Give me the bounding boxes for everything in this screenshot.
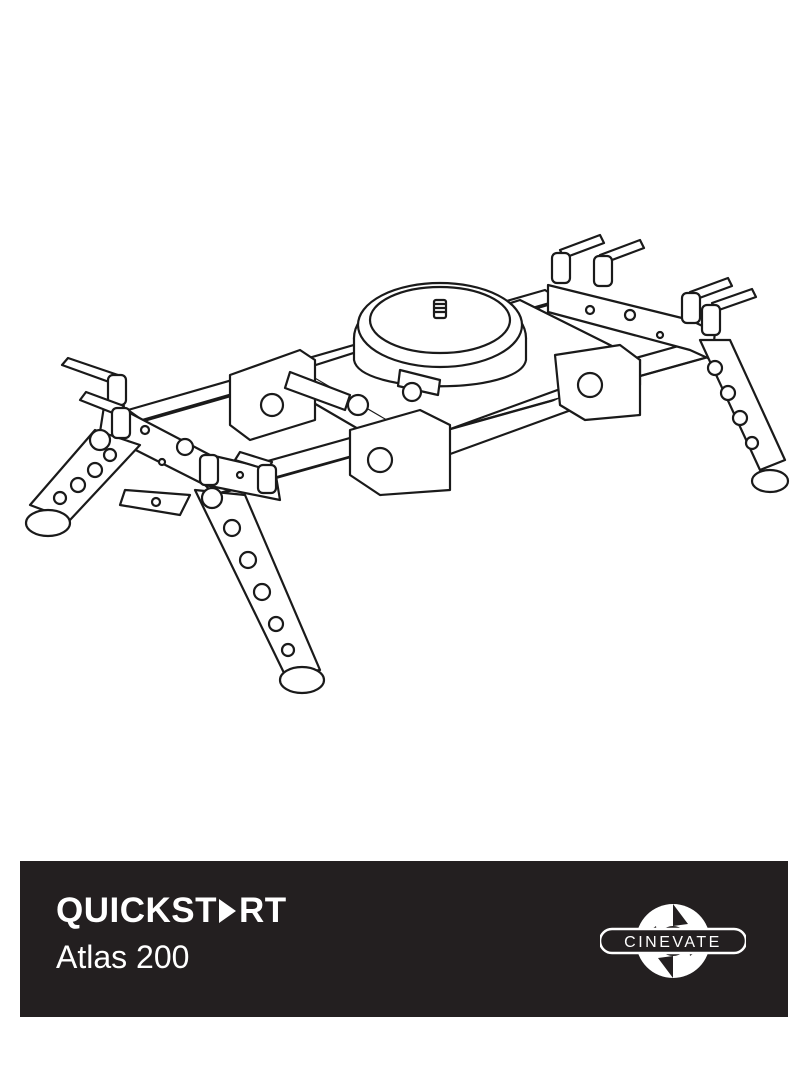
title-text-start: QUICKST	[56, 893, 217, 928]
brand-name: CINEVATE	[624, 934, 722, 951]
title-band: QUICKST RT Atlas 200 CINEVATE	[20, 861, 788, 1017]
left-front-leg	[195, 490, 320, 675]
brand-logo: CINEVATE	[600, 902, 746, 980]
product-illustration	[0, 200, 808, 720]
document-title: QUICKST RT	[56, 893, 287, 928]
product-name: Atlas 200	[56, 941, 189, 973]
right-front-leg	[700, 340, 785, 470]
title-text-end: RT	[239, 893, 287, 928]
play-triangle-icon	[219, 899, 236, 923]
